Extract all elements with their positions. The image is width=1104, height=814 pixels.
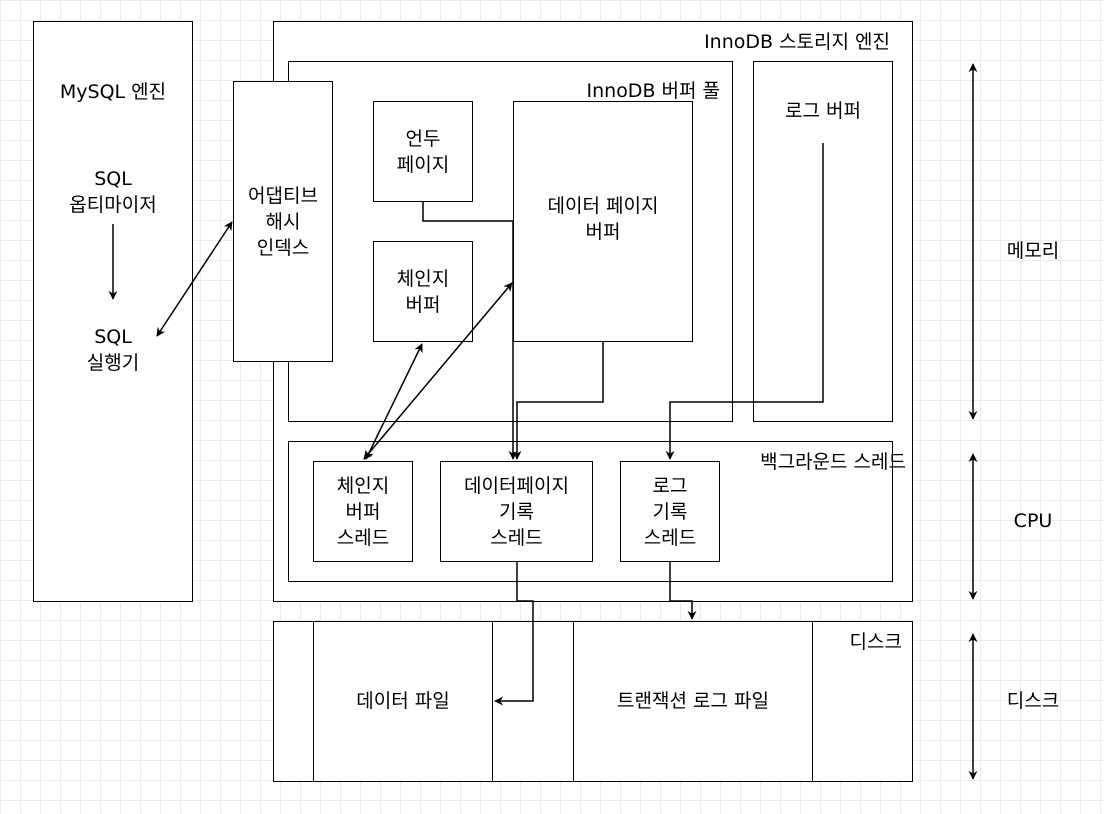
disk-title: 디스크 [849,631,902,653]
mysql-engine-box [33,21,193,602]
data-page-buffer: 데이터 페이지 버퍼 [547,195,659,243]
adaptive-hash-index: 어댑티브 해시 인덱스 [233,81,333,362]
log-write-thread: 로그 기록 스레드 [620,461,720,562]
transaction-log-file: 트랜잭션 로그 파일 [617,690,769,712]
transaction-log-file-box [573,621,813,782]
sql-executor: SQL 실행기 [86,326,140,374]
cpu-layer-label: CPU [1013,510,1053,532]
data-file: 데이터 파일 [356,690,450,712]
change-buffer-thread: 체인지 버퍼 스레드 [313,461,413,562]
sql-optimizer: SQL 옵티마이저 [69,168,157,216]
disk-layer-label: 디스크 [1006,690,1060,712]
innodb-storage-engine-title: InnoDB 스토리지 엔진 [704,31,890,53]
data-file-box [313,621,493,782]
change-buffer: 체인지 버퍼 [373,241,473,342]
mysql-engine-title: MySQL 엔진 [59,81,167,103]
memory-layer-label: 메모리 [1006,240,1060,262]
undo-page: 언두 페이지 [373,101,473,202]
data-page-write-thread: 데이터페이지 기록 스레드 [440,461,593,562]
data-page-buffer-box [513,101,693,342]
background-threads-title: 백그라운드 스레드 [760,451,906,473]
innodb-buffer-pool-title: InnoDB 버퍼 풀 [586,80,721,102]
log-buffer: 로그 버퍼 [785,100,861,122]
